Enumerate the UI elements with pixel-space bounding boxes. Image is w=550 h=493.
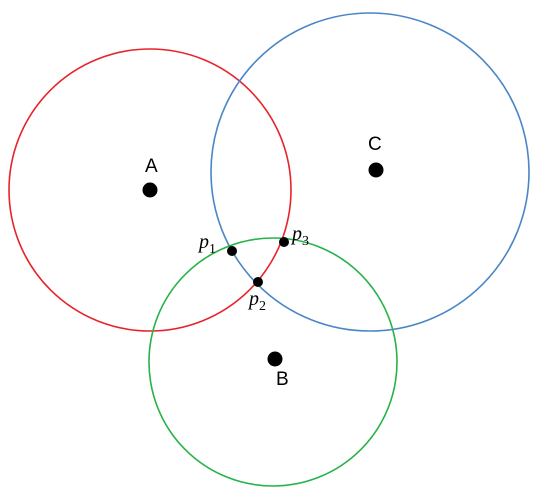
circle-b [148, 237, 398, 487]
intersection-point-p2 [253, 277, 263, 287]
center-point-b [267, 351, 283, 367]
label-p1: p1 [197, 231, 216, 257]
center-point-c [368, 162, 384, 178]
circle-a [8, 48, 292, 332]
label-b: B [276, 369, 289, 390]
label-p1-sub: 1 [209, 242, 216, 257]
label-p2-sub: 2 [259, 299, 266, 314]
label-p3-base: p [290, 223, 302, 245]
label-p1-base: p [197, 231, 209, 253]
center-point-a [142, 182, 158, 198]
label-p2: p2 [247, 288, 266, 314]
intersection-point-p1 [227, 246, 237, 256]
label-a: A [145, 156, 158, 177]
label-p2-base: p [247, 288, 259, 310]
circle-c [210, 12, 530, 332]
label-p3-sub: 3 [302, 234, 309, 249]
label-c: C [368, 134, 382, 155]
intersection-point-p3 [279, 237, 289, 247]
label-p3: p3 [290, 223, 309, 249]
